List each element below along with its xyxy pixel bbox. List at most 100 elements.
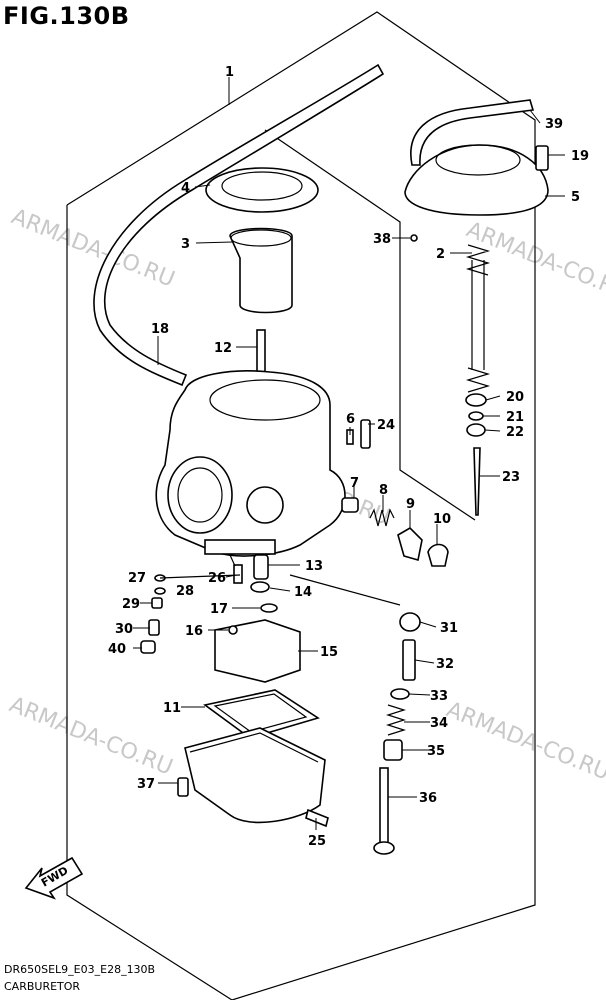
carburetor-throttle-cam: [246, 486, 284, 524]
label-26: 26: [208, 571, 226, 586]
part-34-spring: [385, 704, 407, 736]
part-36-bolt: [379, 767, 389, 844]
label-39: 39: [545, 117, 563, 132]
part-20-washer: [465, 393, 487, 407]
label-37: 37: [137, 777, 155, 792]
part-5-cover-top: [435, 144, 521, 176]
leader-lines: [133, 77, 565, 830]
label-6: 6: [346, 412, 355, 427]
part-36-bolt-head: [373, 841, 395, 855]
float-chamber: [184, 727, 326, 824]
label-15: 15: [320, 645, 338, 660]
part-22-spacer: [466, 423, 486, 437]
label-4: 4: [181, 181, 190, 196]
label-19: 19: [571, 149, 589, 164]
part-7-pilot-screw: [341, 497, 359, 513]
subassembly-outline: [264, 129, 476, 521]
label-2: 2: [436, 247, 445, 262]
label-38: 38: [373, 232, 391, 247]
part-15-pump-cover: [214, 619, 301, 683]
part-16-screw: [228, 625, 238, 635]
label-28: 28: [176, 584, 194, 599]
part-37-screw: [177, 777, 189, 797]
carburetor-top-flange: [209, 379, 321, 421]
label-36: 36: [419, 791, 437, 806]
label-22: 22: [506, 425, 524, 440]
part-8-spring: [369, 508, 395, 527]
label-21: 21: [506, 410, 524, 425]
fwd-arrow-icon: FWD: [24, 856, 84, 900]
part-13-needle-jet: [253, 554, 269, 580]
connector-line: [159, 574, 241, 579]
part-3-top: [230, 229, 292, 247]
part-29-jet: [151, 597, 163, 609]
label-23: 23: [502, 470, 520, 485]
part-11-gasket-inner: [213, 693, 308, 733]
label-9: 9: [406, 497, 415, 512]
carburetor-bottom-flange: [204, 539, 276, 555]
label-17: 17: [210, 602, 228, 617]
part-39-hose: [410, 99, 535, 166]
part-10-cap: [427, 543, 449, 567]
label-33: 33: [430, 689, 448, 704]
label-30: 30: [115, 622, 133, 637]
part-38-clip: [410, 234, 418, 242]
part-5-top-cover: [404, 144, 549, 216]
part-40-cap: [140, 640, 156, 654]
label-40: 40: [108, 642, 126, 657]
part-23-jet-needle: [473, 447, 481, 516]
part-4-diaphragm-inner: [221, 171, 303, 201]
label-25: 25: [308, 834, 326, 849]
part-25-screw: [305, 808, 329, 828]
part-3-piston-valve: [229, 227, 293, 314]
label-27: 27: [128, 571, 146, 586]
model-code: DR650SEL9_E03_E28_130B: [4, 963, 156, 976]
label-8: 8: [379, 483, 388, 498]
watermark: ARMADA-CO.RU: [6, 692, 176, 780]
connector-line: [229, 554, 236, 567]
label-7: 7: [350, 476, 359, 491]
label-5: 5: [571, 190, 580, 205]
part-2-spring: [465, 244, 491, 393]
label-35: 35: [427, 744, 445, 759]
label-10: 10: [433, 512, 451, 527]
label-29: 29: [122, 597, 140, 612]
float-chamber-lip: [189, 732, 319, 763]
part-33-o-ring: [390, 688, 410, 700]
part-19-screw: [535, 145, 549, 171]
label-12: 12: [214, 341, 232, 356]
assembly-outline: [66, 11, 536, 1000]
part-26-screw: [233, 564, 243, 584]
label-16: 16: [185, 624, 203, 639]
part-32-main-jet: [402, 639, 416, 681]
part-labels: 1 2 3 4 5 6 7 8 9 10 11 12 13 14 15 16 1…: [108, 65, 589, 849]
part-21-clip: [468, 411, 484, 421]
carburetor-intake-bore: [177, 467, 223, 523]
label-34: 34: [430, 716, 448, 731]
part-31-nut: [399, 612, 421, 632]
part-35-holder: [383, 739, 403, 761]
part-24-screw: [360, 419, 371, 449]
part-30-jet: [148, 619, 160, 636]
label-18: 18: [151, 322, 169, 337]
part-4-diaphragm: [205, 167, 319, 213]
diagram-caption: CARBURETOR: [4, 980, 81, 993]
label-13: 13: [305, 559, 323, 574]
part-28-washer: [154, 587, 166, 595]
label-20: 20: [506, 390, 524, 405]
part-1-vent-hose: [93, 63, 385, 387]
connector-line: [289, 574, 401, 606]
label-24: 24: [377, 418, 395, 433]
label-31: 31: [440, 621, 458, 636]
label-1: 1: [225, 65, 234, 80]
label-32: 32: [436, 657, 454, 672]
part-17-o-ring: [260, 603, 278, 613]
part-9-valve: [397, 526, 423, 562]
figure-title: FIG.130B: [3, 2, 130, 30]
label-14: 14: [294, 585, 312, 600]
label-11: 11: [163, 701, 181, 716]
watermark: ARMADA-CO.RU: [443, 697, 606, 785]
part-14-o-ring: [250, 581, 270, 593]
